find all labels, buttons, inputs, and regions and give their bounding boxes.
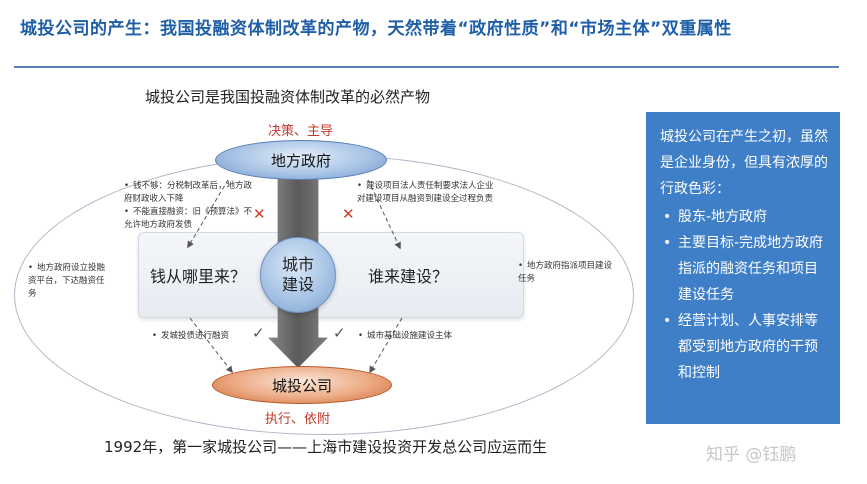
note-item: •建设项目法人责任制要求法人企业对建设项目从融资到建设全过程负责 <box>357 181 494 204</box>
funding-question: 钱从哪里来？ <box>150 267 247 286</box>
local-government-label: 地方政府 <box>270 151 331 170</box>
local-government-node: 地方政府 <box>215 140 387 180</box>
arrow-gov-to-question-left <box>187 179 229 249</box>
panel-bullet-list: 股东-地方政府 主要目标-完成地方政府指派的融资任务和项目建设任务 经营计划、人… <box>660 204 828 386</box>
arrow-gov-to-question-right <box>367 179 401 250</box>
note-project-responsibility: •建设项目法人责任制要求法人企业对建设项目从融资到建设全过程负责 <box>357 180 497 206</box>
slide-title: 城投公司的产生：我国投融资体制改革的产物，天然带着“政府性质”和“市场主体”双重… <box>20 19 732 39</box>
panel-bullet: 经营计划、人事安排等都受到地方政府的干预和控制 <box>660 308 828 386</box>
arrow-question-left-to-company <box>189 317 233 374</box>
note-item: •钱不够：分税制改革后，地方政府财政收入下降 <box>124 181 253 204</box>
note-funding-constraints: •钱不够：分税制改革后，地方政府财政收入下降 •不能直接融资：旧《预算法》不允许… <box>124 180 259 232</box>
title-divider <box>14 66 839 68</box>
note-item: •发城投债进行融资 <box>152 331 230 341</box>
note-item: •地方政府指派项目建设任务 <box>518 261 613 284</box>
source-watermark: 知乎 @钰鹏 <box>706 445 797 465</box>
note-item: •地方政府设立投融资平台，下达融资任务 <box>28 263 106 299</box>
note-item: •城市基础设施建设主体 <box>358 331 453 341</box>
attributes-panel: 城投公司在产生之初，虽然是企业身份，但具有浓厚的行政色彩： 股东-地方政府 主要… <box>646 112 840 424</box>
core-line-2: 建设 <box>281 275 314 294</box>
gov-role-label: 决策、主导 <box>268 124 334 139</box>
note-construction-body: •城市基础设施建设主体 <box>358 330 518 343</box>
chengtou-company-label: 城投公司 <box>271 376 332 395</box>
panel-bullet: 主要目标-完成地方政府指派的融资任务和项目建设任务 <box>660 230 828 308</box>
cross-icon: ✕ <box>253 205 266 223</box>
note-platform-setup: •地方政府设立投融资平台，下达融资任务 <box>28 262 110 301</box>
note-assign-projects: •地方政府指派项目建设任务 <box>518 260 618 286</box>
arrow-question-right-to-company <box>369 317 403 374</box>
cross-icon: ✕ <box>342 205 355 223</box>
panel-bullet: 股东-地方政府 <box>660 204 828 230</box>
check-icon: ✓ <box>252 324 265 342</box>
company-role-label: 执行、依附 <box>265 412 331 427</box>
note-item: •不能直接融资：旧《预算法》不允许地方政府发债 <box>124 207 253 230</box>
panel-intro: 城投公司在产生之初，虽然是企业身份，但具有浓厚的行政色彩： <box>660 129 828 197</box>
history-caption: 1992年，第一家城投公司——上海市建设投资开发总公司应运而生 <box>104 438 548 456</box>
note-bond-financing: •发城投债进行融资 <box>152 330 272 343</box>
city-construction-node: 城市 建设 <box>260 237 336 313</box>
chengtou-company-node: 城投公司 <box>212 366 392 404</box>
builder-question: 谁来建设？ <box>368 267 449 286</box>
core-line-1: 城市 <box>281 255 314 274</box>
check-icon: ✓ <box>333 324 346 342</box>
diagram-subtitle: 城投公司是我国投融资体制改革的必然产物 <box>145 88 431 106</box>
